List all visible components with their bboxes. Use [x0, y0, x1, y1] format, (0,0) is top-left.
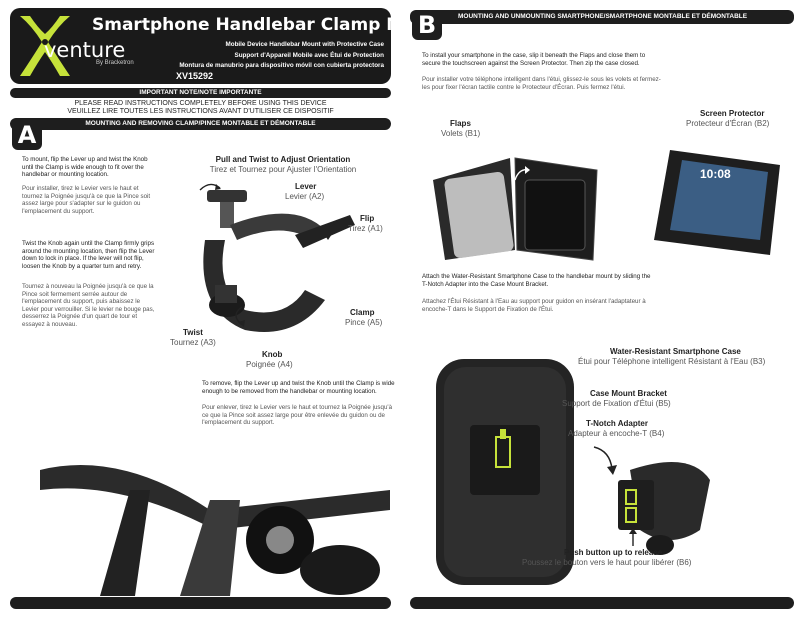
- clamp-diagram: [203, 190, 355, 332]
- bracket-label-en: Case Mount Bracket: [590, 389, 667, 398]
- flip-label-fr: Tirez (A1): [348, 224, 383, 233]
- section-a-bar: MOUNTING AND REMOVING CLAMP/PINCE MONTAB…: [10, 118, 391, 130]
- rotate-arrow-icon: [199, 183, 221, 191]
- knob-label-fr: Poignée (A4): [246, 360, 293, 369]
- section-a-badge: A: [12, 120, 42, 150]
- section-b-p1-fr: Pour installer votre téléphone intellige…: [422, 76, 661, 91]
- flaps-label-en: Flaps: [450, 119, 471, 128]
- note-line-en: PLEASE READ INSTRUCTIONS COMPLETELY BEFO…: [74, 100, 327, 107]
- section-b-badge: B: [412, 10, 442, 40]
- handlebar-clamp-photo: [618, 462, 710, 555]
- brand-byline: By Bracketron: [96, 60, 134, 66]
- section-b-p2-fr: Attachez l'Étui Résistant à l'Eau au sup…: [422, 298, 646, 313]
- section-b-bar: MOUNTING AND UNMOUNTING SMARTPHONE/SMART…: [410, 10, 794, 24]
- screen-label-en: Screen Protector: [700, 109, 765, 118]
- left-footer-bar: [10, 597, 391, 609]
- important-note-bar: IMPORTANT NOTE/NOTE IMPORTANTE: [10, 88, 391, 98]
- open-case-photo: [433, 157, 598, 261]
- section-b-p2-en: Attach the Water-Resistant Smartphone Ca…: [422, 273, 651, 288]
- xventure-logo-icon: [20, 16, 70, 76]
- flip-arrow-icon: [324, 221, 339, 240]
- knob-label-en: Knob: [262, 350, 283, 359]
- product-sku: XV15292: [176, 71, 214, 81]
- water-resistant-case-photo: [436, 359, 574, 585]
- subtitle-es: Montura de manubrio para dispositivo móv…: [179, 62, 384, 69]
- clamp-label-en: Clamp: [350, 308, 375, 317]
- note-line-fr: VEUILLEZ LIRE TOUTES LES INSTRUCTIONS AV…: [67, 108, 334, 115]
- flaps-label-fr: Volets (B1): [441, 129, 481, 138]
- twist-arrow-icon: [235, 306, 245, 327]
- flap-arrow-icon: [514, 166, 530, 181]
- section-b-p1-en: To install your smartphone in the case, …: [422, 52, 646, 67]
- twist-label-fr: Tournez (A3): [170, 338, 216, 347]
- case-label-en: Water-Resistant Smartphone Case: [610, 347, 741, 356]
- section-a-p1-fr: Pour installer, tirez le Levier vers le …: [22, 185, 151, 215]
- section-a-p1-en: To mount, flip the Lever up and twist th…: [22, 156, 148, 179]
- brand-name: venture: [44, 38, 126, 62]
- phone-time: 10:08: [700, 167, 731, 181]
- lever-label-fr: Levier (A2): [285, 192, 325, 201]
- section-a-p3-en: To remove, flip the Lever up and twist t…: [202, 380, 395, 395]
- pull-label-en: Pull and Twist to Adjust Orientation: [215, 155, 351, 164]
- screen-label-fr: Protecteur d'Écran (B2): [686, 119, 770, 128]
- lever-label-en: Lever: [295, 182, 317, 191]
- push-arrow-icon: [629, 528, 637, 546]
- right-footer-bar: [410, 597, 794, 609]
- case-label-fr: Étui pour Téléphone intelligent Résistan…: [578, 357, 766, 366]
- push-label-fr: Poussez le bouton vers le haut pour libé…: [522, 558, 692, 567]
- screen-protector-photo: [654, 150, 780, 255]
- twist-label-en: Twist: [183, 328, 203, 337]
- clamp-label-fr: Pince (A5): [345, 318, 383, 327]
- insert-arrow-icon: [593, 446, 617, 475]
- tnotch-label-en: T-Notch Adapter: [586, 419, 648, 428]
- flip-label-en: Flip: [360, 214, 375, 223]
- bike-handlebar-photo: [40, 430, 390, 596]
- subtitle-fr: Support d'Appareil Mobile avec Étui de P…: [234, 52, 385, 59]
- pull-label-fr: Tirez et Tournez pour Ajuster l'Orientat…: [209, 165, 357, 174]
- section-a-p3-fr: Pour enlever, tirez le Levier vers le ha…: [202, 404, 393, 427]
- section-a-p2-fr: Tournez à nouveau la Poignée jusqu'à ce …: [22, 283, 155, 328]
- header-banner: [10, 8, 391, 84]
- tnotch-label-fr: Adapteur à encoche-T (B4): [568, 429, 665, 438]
- section-a-p2-en: Twist the Knob again until the Clamp fir…: [22, 240, 155, 270]
- subtitle-en: Mobile Device Handlebar Mount with Prote…: [225, 41, 384, 48]
- push-label-en: Push button up to release: [564, 548, 663, 557]
- bracket-label-fr: Support de Fixation d'Étui (B5): [562, 399, 671, 408]
- page-title: Smartphone Handlebar Clamp Mount™: [92, 15, 454, 35]
